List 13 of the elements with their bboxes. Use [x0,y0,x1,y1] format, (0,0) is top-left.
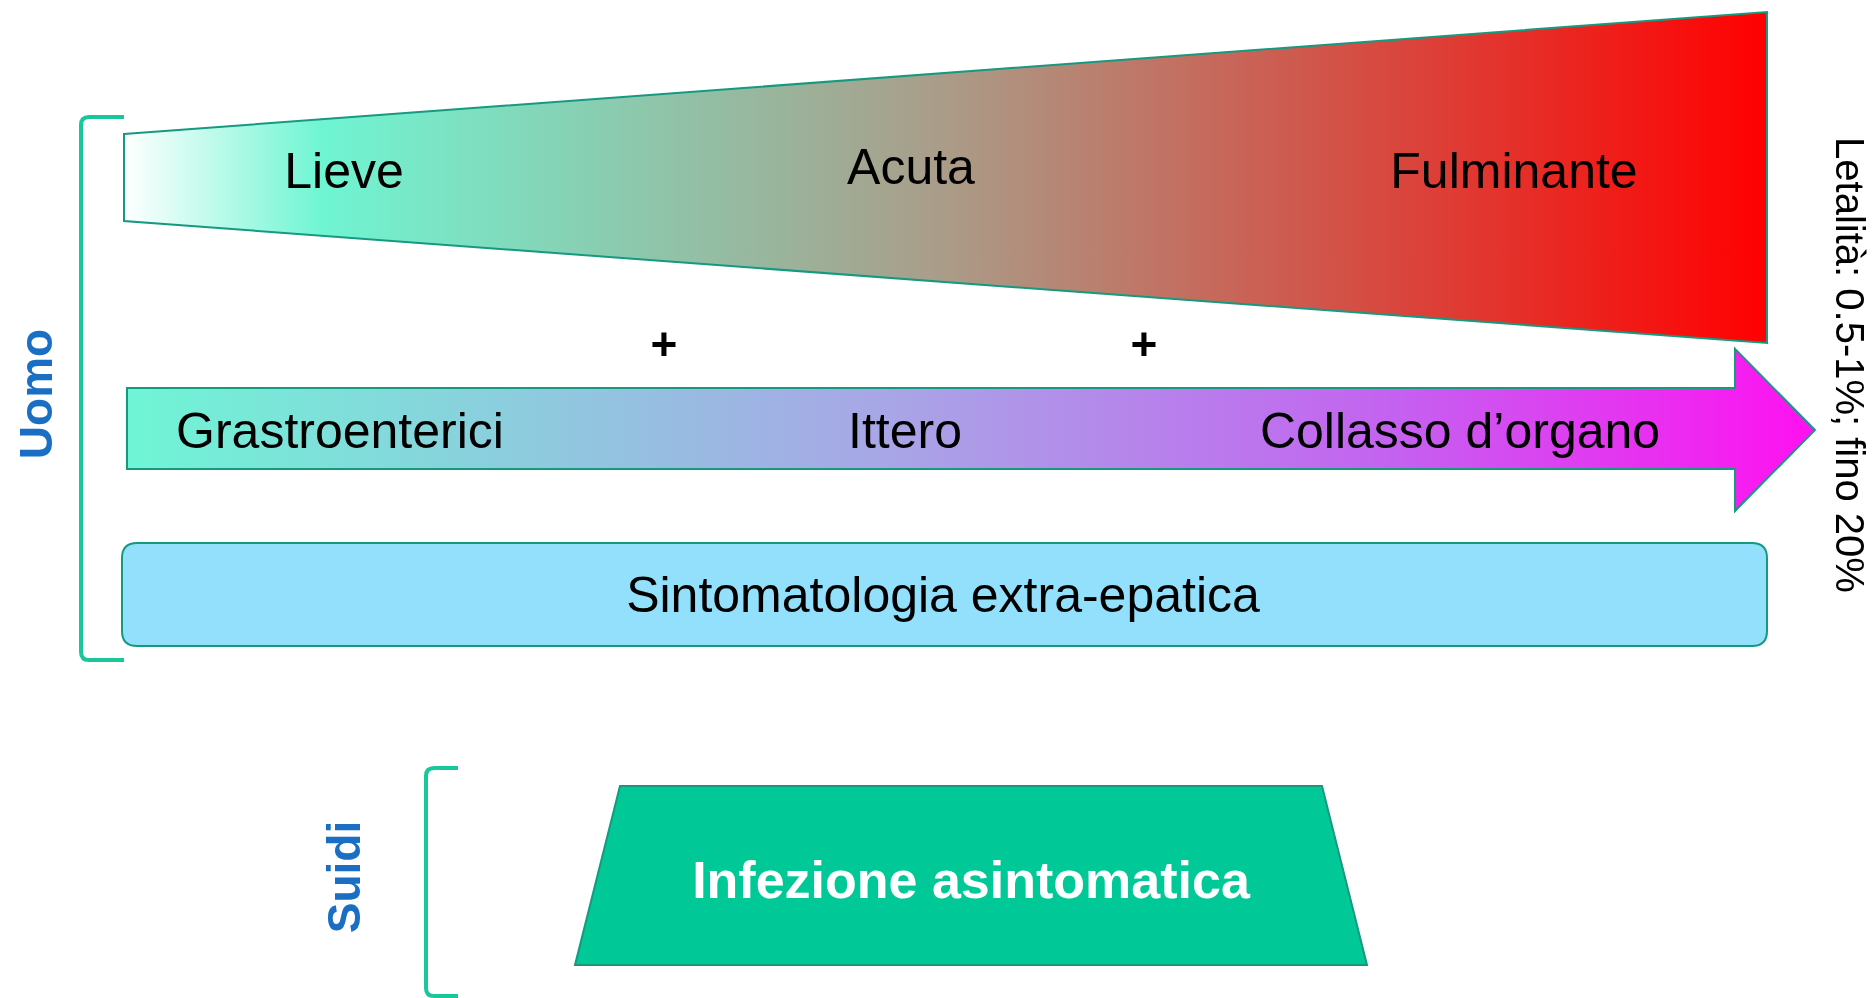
shape-label: Sintomatologia extra-epatica [626,566,1260,624]
shape-label: Infezione asintomatica [692,850,1250,910]
shape-label: Lieve [284,142,404,200]
shape-label: Ittero [848,402,962,460]
group-label: Suidi [317,820,371,934]
plus-sign: + [1130,317,1158,371]
shape-label: Fulminante [1390,142,1638,200]
lethality-note: Letalità: 0.5-1%; fino 20% [1826,137,1872,593]
shape-label: Acuta [847,138,975,196]
group-label: Uomo [9,328,63,460]
shape-label: Grastroenterici [176,402,504,460]
plus-sign: + [650,317,678,371]
shape-label: Collasso d’organo [1259,402,1661,460]
